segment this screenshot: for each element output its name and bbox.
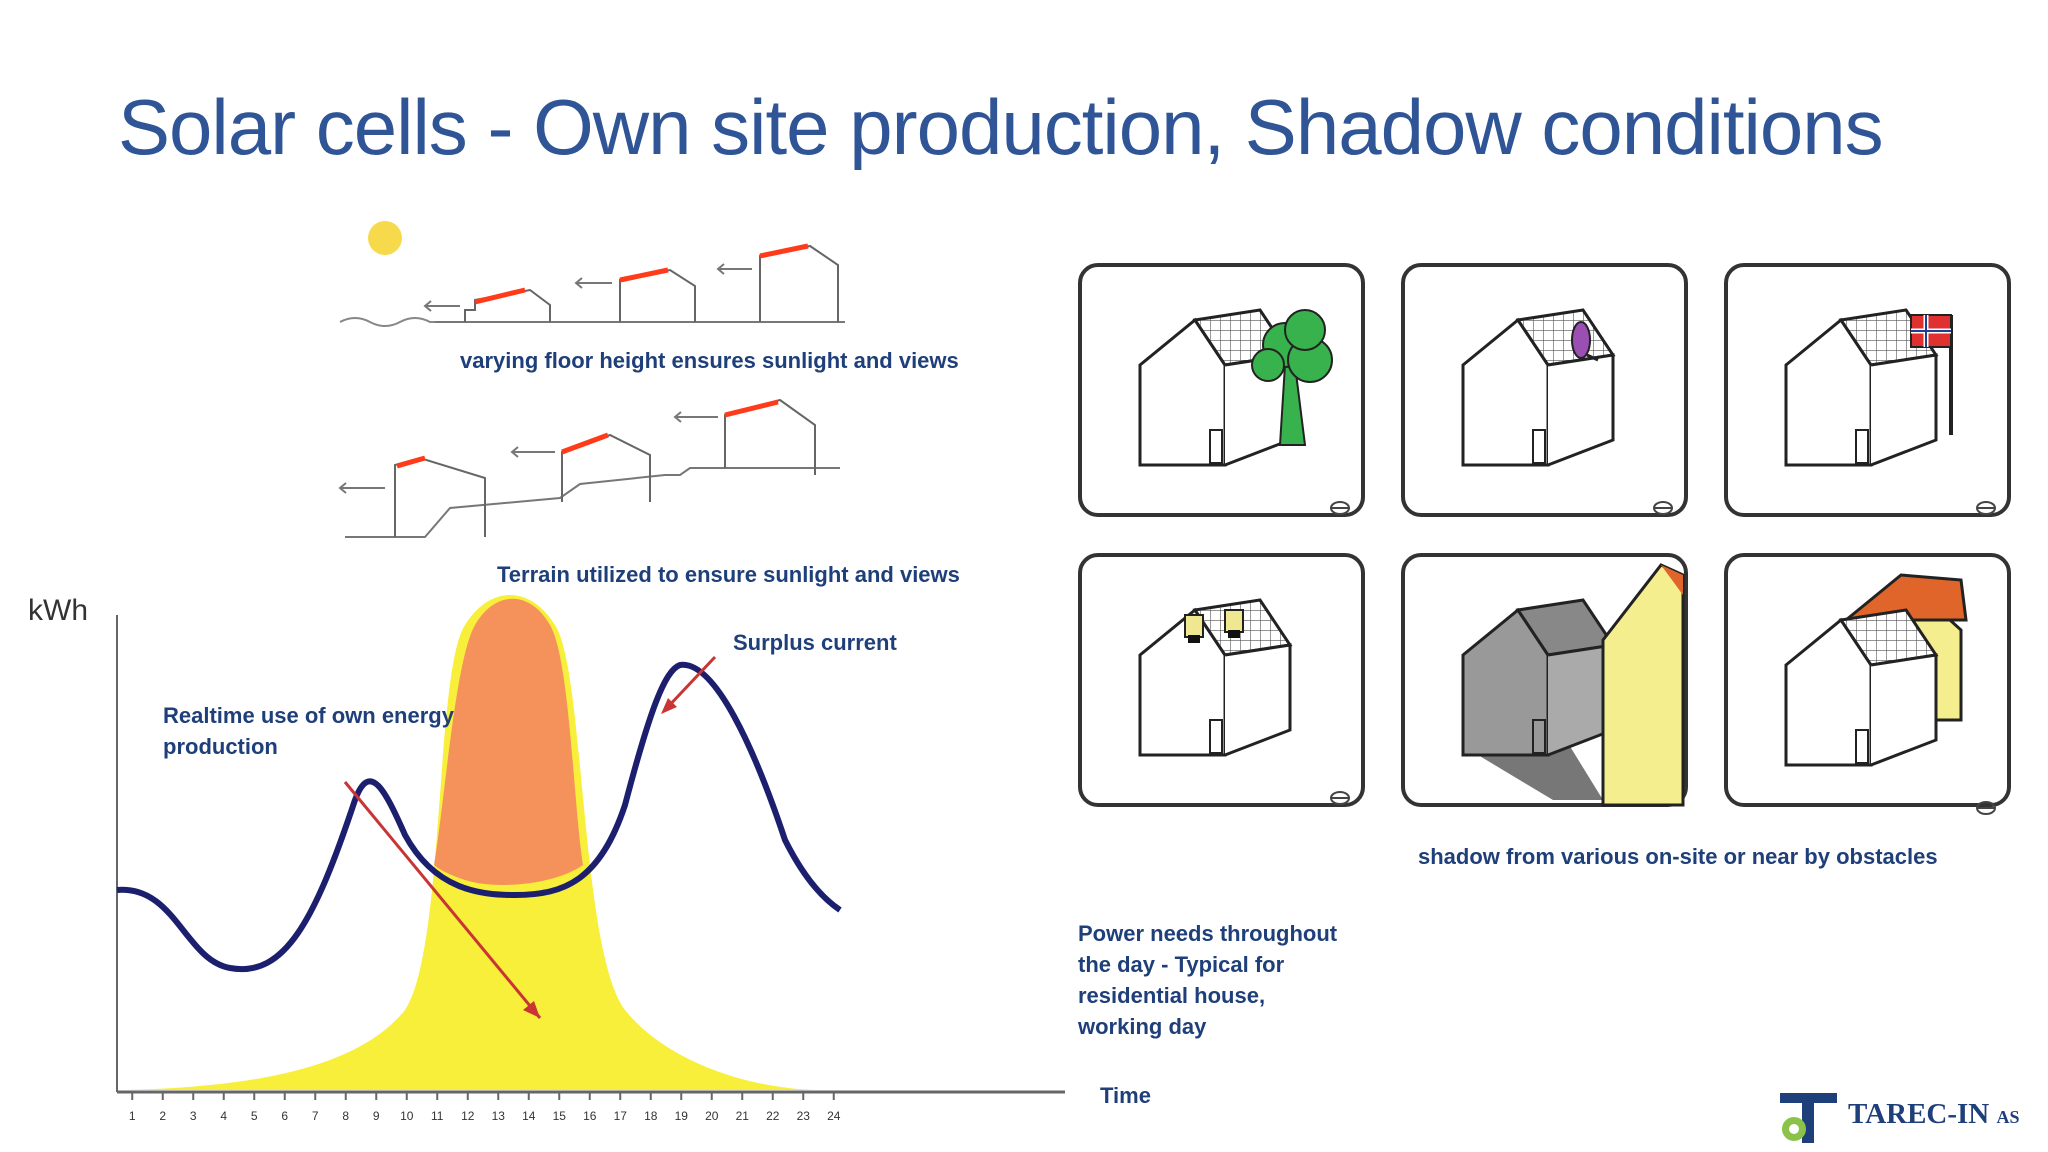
- shadow-grid: [1078, 263, 2011, 816]
- terrain-caption: Terrain utilized to ensure sunlight and …: [497, 562, 960, 587]
- x-tick-label: 10: [400, 1109, 414, 1123]
- x-tick-label: 11: [431, 1109, 444, 1123]
- realtime-arrowhead: [523, 1001, 540, 1018]
- x-tick-label: 1: [129, 1109, 136, 1123]
- tall-building-icon: [1601, 563, 1685, 807]
- x-tick-label: 23: [797, 1109, 811, 1123]
- x-tick-label: 20: [705, 1109, 719, 1123]
- panel-tall-building: [1401, 553, 1688, 807]
- panel-tree: [1078, 263, 1365, 517]
- x-tick-label: 14: [522, 1109, 536, 1123]
- panel-chimney: [1401, 263, 1688, 517]
- x-tick-label: 9: [373, 1109, 380, 1123]
- x-tick-label: 16: [583, 1109, 597, 1123]
- surplus-arrow: [663, 655, 717, 712]
- x-tick-label: 21: [736, 1109, 750, 1123]
- x-tick-label: 17: [614, 1109, 628, 1123]
- x-tick-label: 5: [251, 1109, 258, 1123]
- x-tick-label: 12: [461, 1109, 475, 1123]
- x-tick-label: 2: [159, 1109, 166, 1123]
- antenna-icon: [1571, 321, 1591, 359]
- tarec-in-logo-icon: [1780, 1093, 1837, 1143]
- x-tick-label: 15: [553, 1109, 567, 1123]
- surplus-arrowhead: [661, 698, 677, 714]
- floor-height-caption: varying floor height ensures sunlight an…: [460, 348, 959, 373]
- x-tick-label: 13: [492, 1109, 506, 1123]
- y-axis-label: kWh: [28, 594, 88, 627]
- terrain-diagram: [338, 398, 840, 538]
- shadow-caption: shadow from various on-site or near by o…: [1418, 844, 1938, 869]
- panel-adjacent-building: [1724, 553, 2011, 816]
- x-tick-label: 3: [190, 1109, 197, 1123]
- logo-suffix: AS: [1996, 1107, 2020, 1127]
- x-tick-label: 22: [766, 1109, 780, 1123]
- x-tick-label: 7: [312, 1109, 319, 1123]
- logo-name: TAREC-IN: [1848, 1098, 1990, 1130]
- panel-flag: [1724, 263, 2011, 517]
- x-axis-label: Time: [1100, 1083, 1151, 1108]
- sun-icon: [368, 221, 402, 255]
- surplus-area: [434, 598, 583, 885]
- x-tick-label: 19: [675, 1109, 689, 1123]
- realtime-arrow: [343, 781, 542, 1019]
- floor-height-diagram: [339, 221, 845, 327]
- surplus-annotation: Surplus current: [733, 630, 897, 655]
- slide-title: Solar cells - Own site production, Shado…: [118, 83, 1884, 171]
- x-tick-label: 6: [281, 1109, 288, 1123]
- logo-text: TAREC-IN AS: [1848, 1098, 2020, 1131]
- demand-curve: [116, 661, 842, 973]
- panel-vents: [1078, 553, 1365, 807]
- vent-icon: [1184, 614, 1204, 638]
- power-needs-annotation: Power needs throughout the day - Typical…: [1078, 921, 1338, 1039]
- x-tick-label: 18: [644, 1109, 658, 1123]
- realtime-annotation: Realtime use of own energy production: [163, 703, 454, 759]
- x-tick-label: 24: [827, 1109, 841, 1123]
- x-tick-label: 4: [220, 1109, 227, 1123]
- x-tick-label: 8: [342, 1109, 349, 1123]
